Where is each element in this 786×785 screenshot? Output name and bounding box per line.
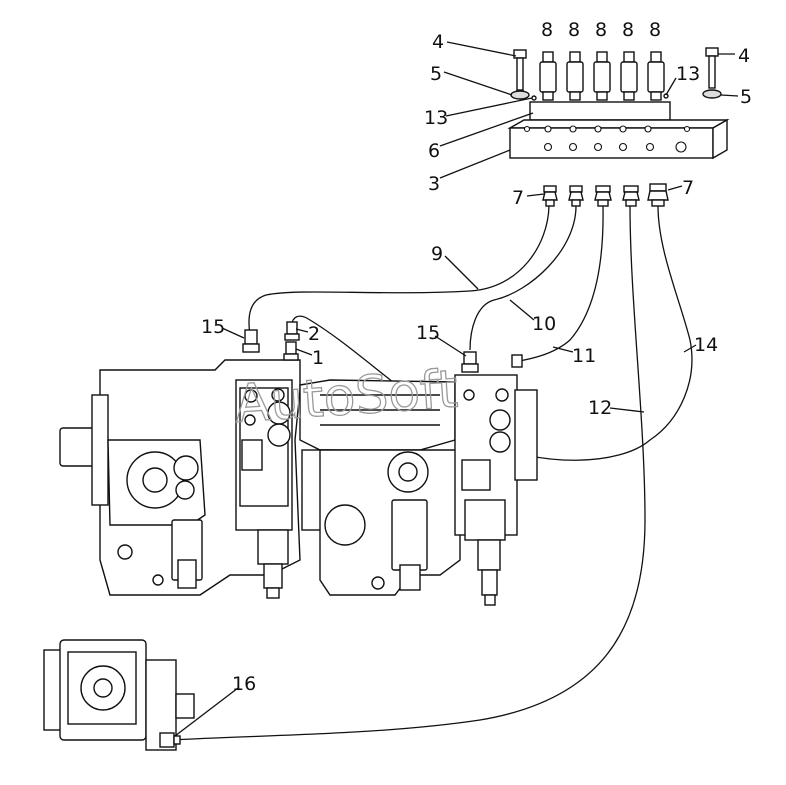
- washer: [702, 89, 722, 99]
- callout-5: 5: [430, 63, 442, 85]
- hose-10: [469, 205, 577, 351]
- gear-pump: [43, 639, 195, 751]
- fitting-15-left: [242, 329, 260, 353]
- callout-10: 10: [532, 313, 556, 335]
- fitting: [647, 183, 669, 207]
- callout-16: 16: [232, 673, 256, 695]
- callout-12: 12: [588, 397, 612, 419]
- callout-1: 1: [312, 347, 324, 369]
- pressure-sensor: [647, 51, 665, 101]
- callout-15: 15: [201, 316, 225, 338]
- pressure-sensor: [620, 51, 638, 101]
- callout-4: 4: [432, 31, 444, 53]
- callouts: 8 8 8 8 8 4 4 5 5 13 13 6 3 7 7 9 10 11 …: [201, 19, 752, 695]
- leader-lines: [174, 41, 739, 737]
- fitting: [622, 185, 640, 207]
- callout-8: 8: [622, 19, 634, 41]
- callout-8: 8: [541, 19, 553, 41]
- fitting: [568, 185, 584, 207]
- callout-3: 3: [428, 173, 440, 195]
- washer: [510, 90, 530, 100]
- callout-2: 2: [308, 323, 320, 345]
- fitting-2: [284, 321, 300, 341]
- hose-14: [291, 205, 693, 461]
- callout-6: 6: [428, 140, 440, 162]
- callout-8: 8: [568, 19, 580, 41]
- callout-13: 13: [676, 63, 700, 85]
- pressure-sensor: [539, 51, 557, 101]
- callout-15: 15: [416, 322, 440, 344]
- callout-4: 4: [738, 45, 750, 67]
- hose-11: [513, 205, 604, 363]
- o-ring: [531, 95, 537, 101]
- spacer-plate: [529, 101, 671, 121]
- callout-7: 7: [512, 187, 524, 209]
- fitting: [594, 185, 612, 207]
- fitting-16: [159, 732, 181, 748]
- fitting-1: [283, 341, 299, 361]
- fitting: [542, 185, 558, 207]
- pressure-sensor: [593, 51, 611, 101]
- callout-13: 13: [424, 107, 448, 129]
- bolt: [513, 49, 527, 91]
- hose-9: [248, 205, 550, 336]
- fitting-11-end: [511, 354, 523, 368]
- fitting-15-right: [461, 351, 479, 373]
- callout-8: 8: [595, 19, 607, 41]
- pressure-sensor: [566, 51, 584, 101]
- callout-14: 14: [694, 334, 718, 356]
- hose-12: [171, 205, 646, 741]
- callout-9: 9: [431, 243, 443, 265]
- bolt: [705, 47, 719, 89]
- main-pump-assembly: [59, 321, 538, 606]
- callout-11: 11: [572, 345, 596, 367]
- sensor-assembly: [507, 47, 730, 207]
- hoses: [171, 205, 693, 741]
- callout-5: 5: [740, 86, 752, 108]
- callout-7: 7: [682, 177, 694, 199]
- callout-8: 8: [649, 19, 661, 41]
- manifold-block: [507, 118, 730, 160]
